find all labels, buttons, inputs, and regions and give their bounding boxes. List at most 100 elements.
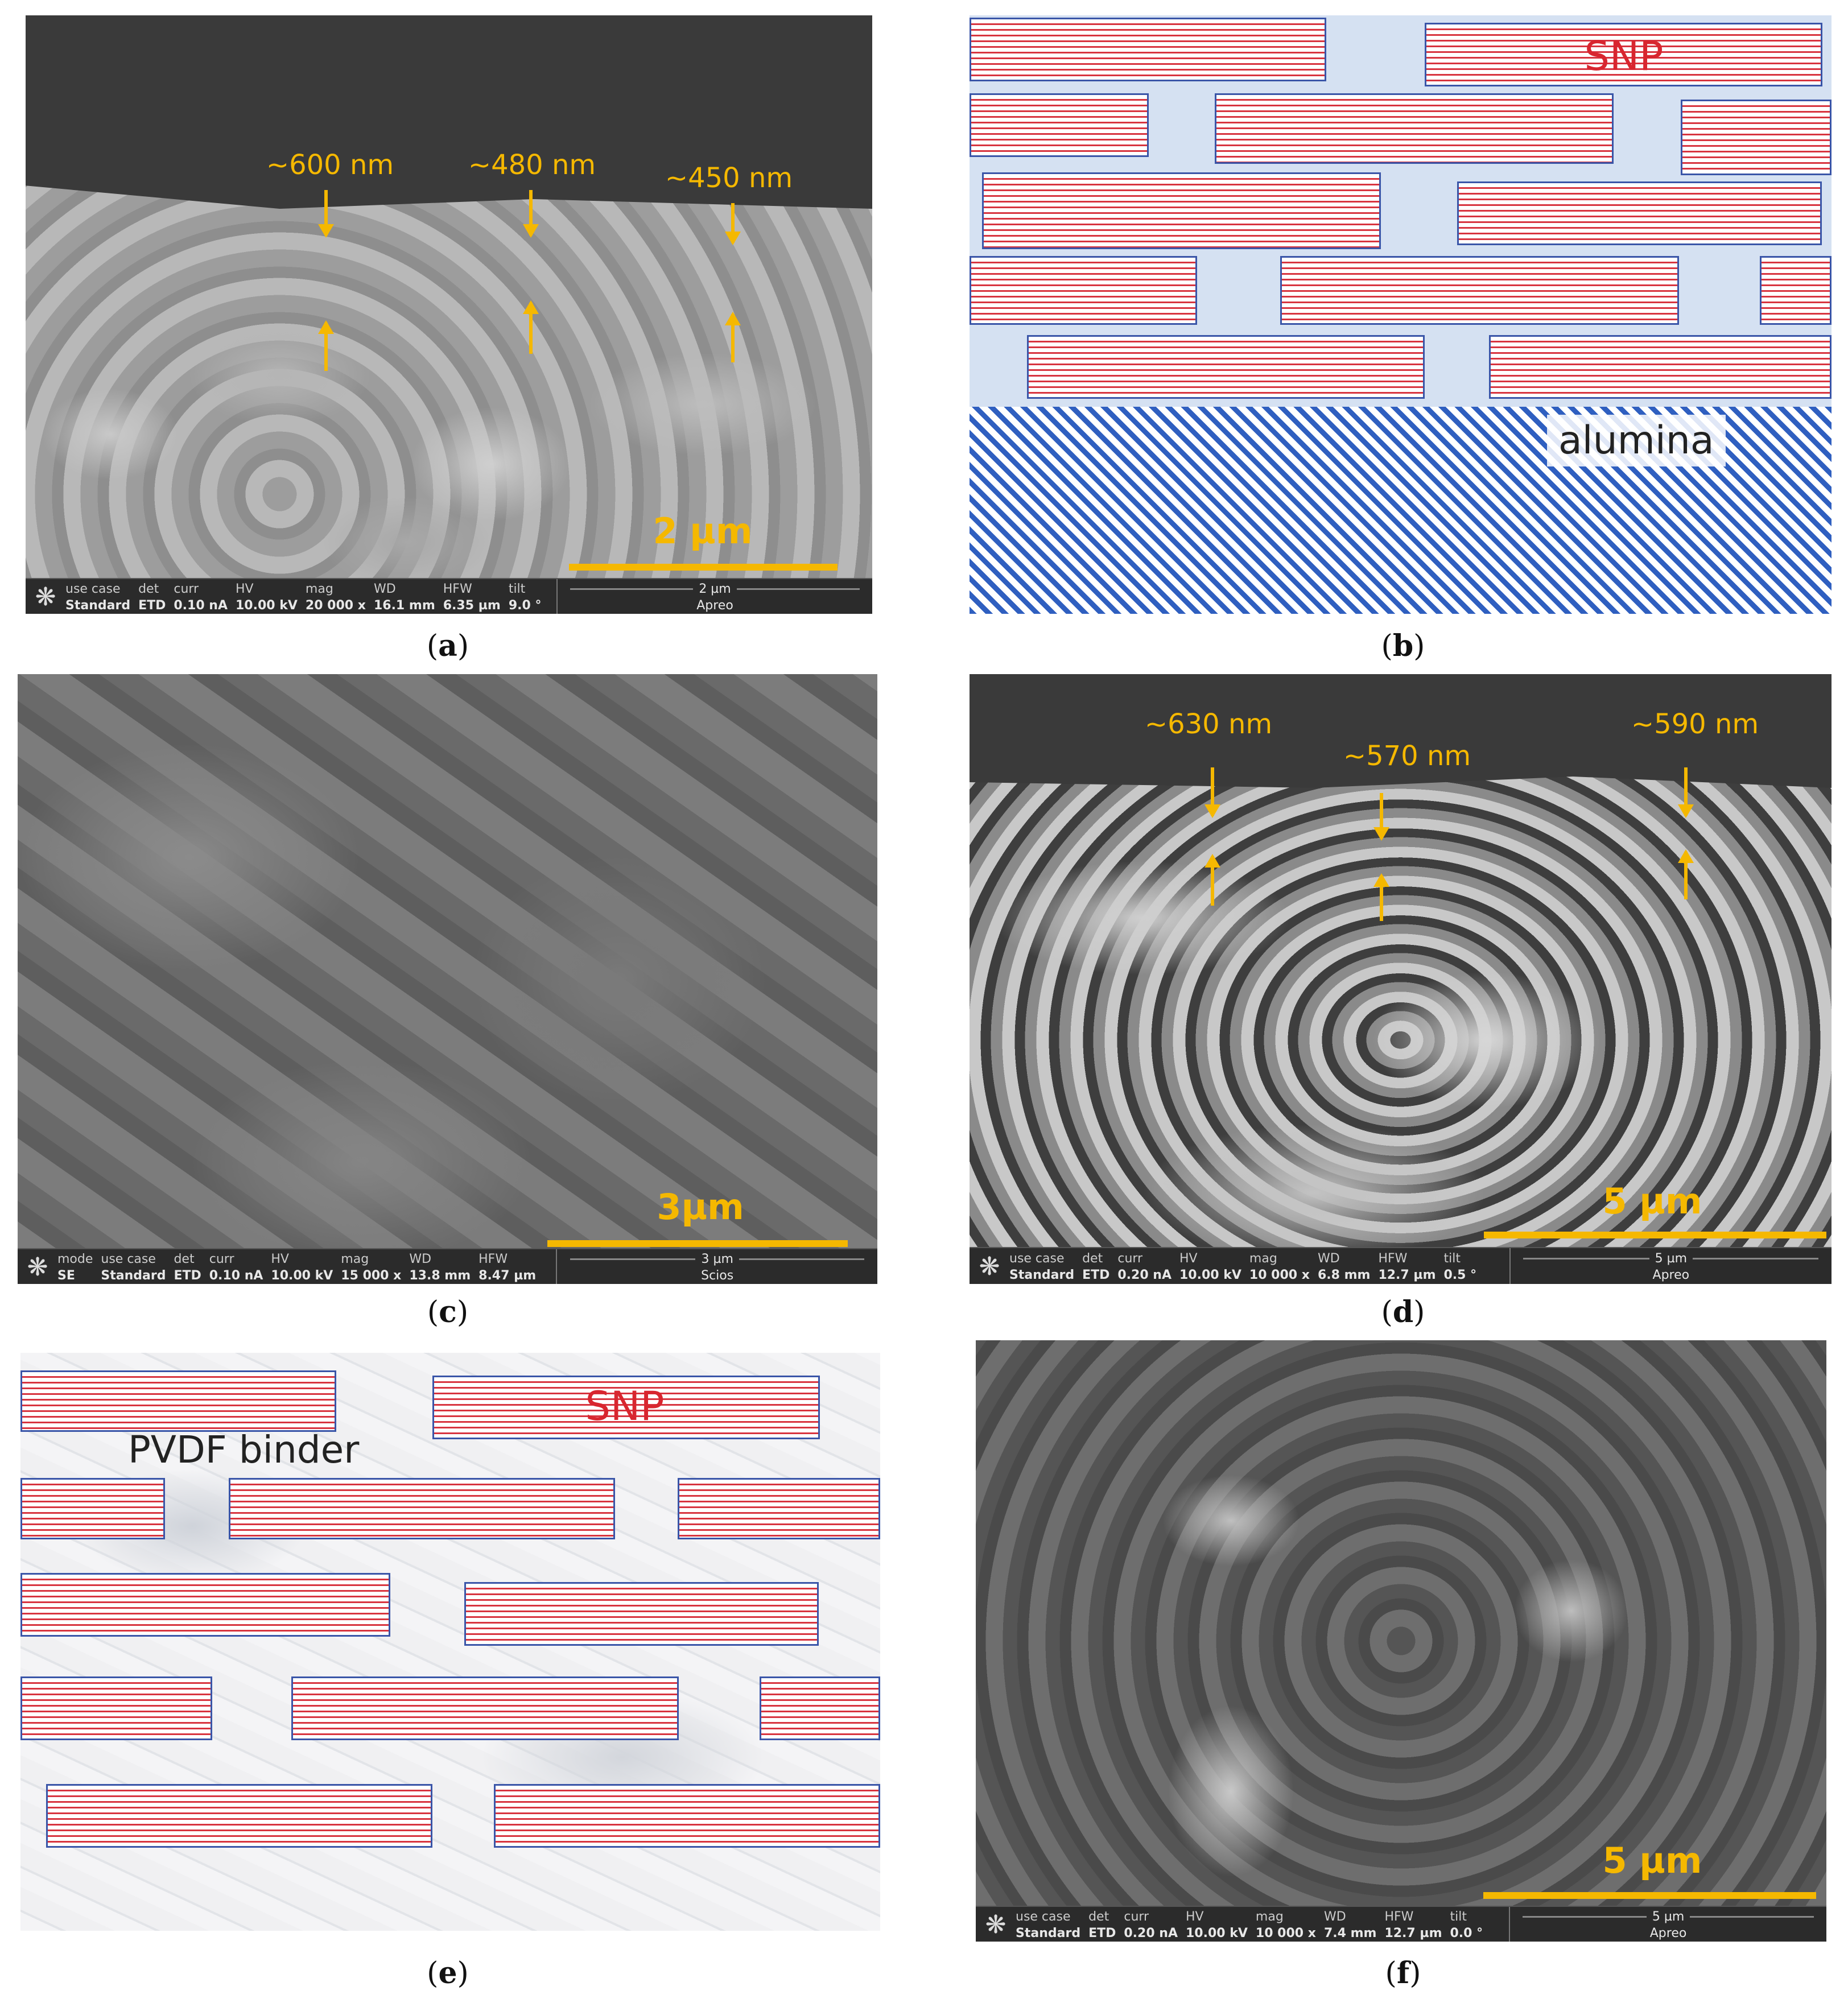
snp-nanosheet-brick — [291, 1676, 679, 1740]
info-field: mag 10 000 x — [1256, 1910, 1316, 1940]
info-field: WD 7.4 mm — [1324, 1910, 1376, 1940]
scale-bar-label: 3µm — [657, 1186, 744, 1228]
arrow-up-icon — [318, 320, 334, 371]
info-value: 8.47 µm — [478, 1268, 537, 1283]
snp-nanosheet-brick — [970, 18, 1326, 81]
scale-bar-label: 2 µm — [653, 510, 753, 552]
info-value: 6.35 µm — [443, 598, 501, 613]
info-field: HV 10.00 kV — [271, 1252, 333, 1283]
info-value: 0.0 ° — [1450, 1926, 1483, 1940]
info-header: use case — [1009, 1251, 1065, 1266]
info-field: tilt 0.0 ° — [1450, 1910, 1483, 1940]
info-header: HV — [271, 1252, 289, 1266]
info-scale-text: 5 µm — [1655, 1251, 1688, 1266]
scale-bar-label: 5 µm — [1602, 1180, 1702, 1222]
snp-nanosheet-brick — [760, 1676, 880, 1740]
info-header: HFW — [1384, 1909, 1414, 1924]
info-field: mode SE — [57, 1252, 93, 1283]
info-value: SE — [57, 1268, 75, 1283]
arrow-down-icon — [725, 203, 741, 245]
info-field: HV 10.00 kV — [236, 582, 298, 613]
info-field: mag 15 000 x — [341, 1252, 401, 1283]
schematic-b: SNP alumina — [970, 15, 1832, 614]
info-value: 0.20 nA — [1124, 1926, 1178, 1940]
info-value: Standard — [1016, 1926, 1081, 1940]
snp-nanosheet-brick — [1425, 23, 1822, 86]
info-field: HFW 8.47 µm — [478, 1252, 536, 1283]
info-header: HV — [1179, 1251, 1198, 1266]
info-header: use case — [101, 1252, 156, 1266]
info-field: use case Standard — [1009, 1252, 1074, 1282]
info-header: HFW — [1378, 1251, 1408, 1266]
snp-nanosheet-brick — [1027, 335, 1425, 399]
thickness-label: ~450 nm — [665, 162, 793, 194]
info-header: WD — [409, 1252, 432, 1266]
sem-info-bar: ❋ mode SE use case Standard det ETD curr… — [18, 1248, 877, 1284]
info-header: use case — [1016, 1909, 1071, 1924]
info-value: 10.00 kV — [1179, 1267, 1241, 1282]
snp-nanosheet-brick — [678, 1478, 880, 1539]
info-value: 10.00 kV — [1186, 1926, 1248, 1940]
info-value: 12.7 µm — [1384, 1926, 1442, 1940]
info-header: WD — [1323, 1909, 1346, 1924]
snp-nanosheet-brick — [1215, 93, 1614, 164]
arrow-up-icon — [725, 312, 741, 362]
info-value: 16.1 mm — [373, 598, 435, 613]
scale-bar — [547, 1240, 848, 1247]
snp-nanosheet-brick — [46, 1784, 432, 1848]
info-field: HV 10.00 kV — [1179, 1252, 1241, 1282]
info-field: HFW 12.7 µm — [1378, 1252, 1436, 1282]
info-field: HV 10.00 kV — [1186, 1910, 1248, 1940]
scale-bar-label: 5 µm — [1602, 1840, 1702, 1881]
info-field: curr 0.20 nA — [1117, 1252, 1172, 1282]
info-field: mag 10 000 x — [1249, 1252, 1310, 1282]
info-value: 0.10 nA — [209, 1268, 263, 1283]
snp-nanosheet-brick — [20, 1573, 390, 1637]
arrow-up-icon — [1678, 849, 1694, 899]
info-value: Standard — [65, 598, 131, 613]
snp-nanosheet-brick — [970, 256, 1197, 325]
info-value: 7.4 mm — [1323, 1926, 1377, 1940]
info-field: WD 6.8 mm — [1318, 1252, 1370, 1282]
snp-nanosheet-brick — [20, 1478, 165, 1539]
info-value: 10 000 x — [1255, 1926, 1316, 1940]
info-value: 13.8 mm — [409, 1268, 471, 1283]
info-value: 0.5 ° — [1443, 1267, 1477, 1282]
instrument-name: Scios — [701, 1268, 734, 1283]
thickness-label: ~570 nm — [1343, 740, 1471, 772]
info-header: mag — [1249, 1251, 1277, 1266]
info-field: WD 13.8 mm — [409, 1252, 471, 1283]
snp-nanosheet-brick — [20, 1676, 212, 1740]
info-field: curr 0.10 nA — [174, 582, 228, 613]
info-value: ETD — [174, 1268, 201, 1283]
snp-nanosheet-brick — [982, 172, 1381, 249]
info-scale-section: 2 µm Apreo — [556, 579, 872, 614]
schematic-e: SNP PVDF binder — [20, 1353, 880, 1931]
snp-nanosheet-brick — [1760, 256, 1832, 325]
info-field: mag 20 000 x — [306, 582, 366, 613]
snp-nanosheet-brick — [494, 1784, 880, 1848]
scale-bar — [1484, 1232, 1826, 1238]
caption-a: (a) — [426, 629, 469, 663]
arrow-down-icon — [523, 190, 539, 238]
arrow-down-icon — [318, 190, 334, 238]
info-value: ETD — [1088, 1926, 1116, 1940]
info-header: curr — [174, 581, 199, 596]
sem-info-bar: ❋ use case Standard det ETD curr 0.10 nA… — [26, 578, 872, 614]
thickness-label: ~480 nm — [468, 149, 596, 181]
info-field: det ETD — [1088, 1910, 1116, 1940]
thickness-label: ~590 nm — [1631, 708, 1759, 740]
caption-c: (c) — [427, 1295, 469, 1329]
caption-f: (f) — [1385, 1956, 1421, 1991]
info-scale-section: 3 µm Scios — [556, 1249, 877, 1284]
sem-image-c: 3µm ❋ mode SE use case Standard det ETD … — [18, 674, 877, 1284]
arrow-down-icon — [1373, 793, 1389, 841]
info-field: det ETD — [1082, 1252, 1109, 1282]
info-field: HFW 6.35 µm — [443, 582, 501, 613]
info-value: 0.10 nA — [174, 598, 228, 613]
info-header: det — [1082, 1251, 1103, 1266]
info-value: 15 000 x — [341, 1268, 402, 1283]
snp-nanosheet-brick — [1489, 335, 1832, 399]
info-header: HFW — [478, 1252, 508, 1266]
info-header: curr — [209, 1252, 234, 1266]
